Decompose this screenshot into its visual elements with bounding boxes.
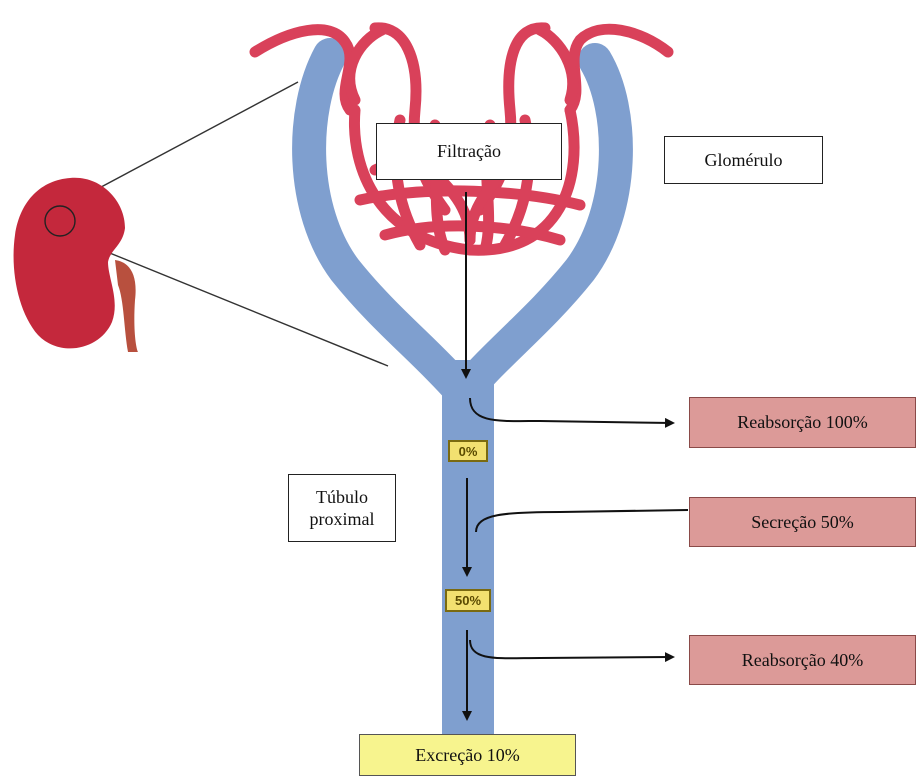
reabsorption-40-label: Reabsorção 40% <box>689 635 916 685</box>
secretion-50-label: Secreção 50% <box>689 497 916 547</box>
reabsorption-40-arrow <box>470 640 672 658</box>
proximal-tubule-label-line1: Túbulo <box>316 486 368 509</box>
percent-50-tag: 50% <box>445 589 491 612</box>
excretion-10-label: Excreção 10% <box>359 734 576 776</box>
secretion-50-arrow <box>476 510 688 532</box>
proximal-tubule-label: Túbulo proximal <box>288 474 396 542</box>
reabsorption-100-label: Reabsorção 100% <box>689 397 916 448</box>
glomerulus-label: Glomérulo <box>664 136 823 184</box>
reabsorption-100-arrow <box>470 398 672 423</box>
percent-0-tag: 0% <box>448 440 488 462</box>
side-arrows <box>470 398 688 658</box>
filtration-label: Filtração <box>376 123 562 180</box>
proximal-tubule-label-line2: proximal <box>310 508 375 531</box>
kidney-illustration <box>14 178 138 352</box>
